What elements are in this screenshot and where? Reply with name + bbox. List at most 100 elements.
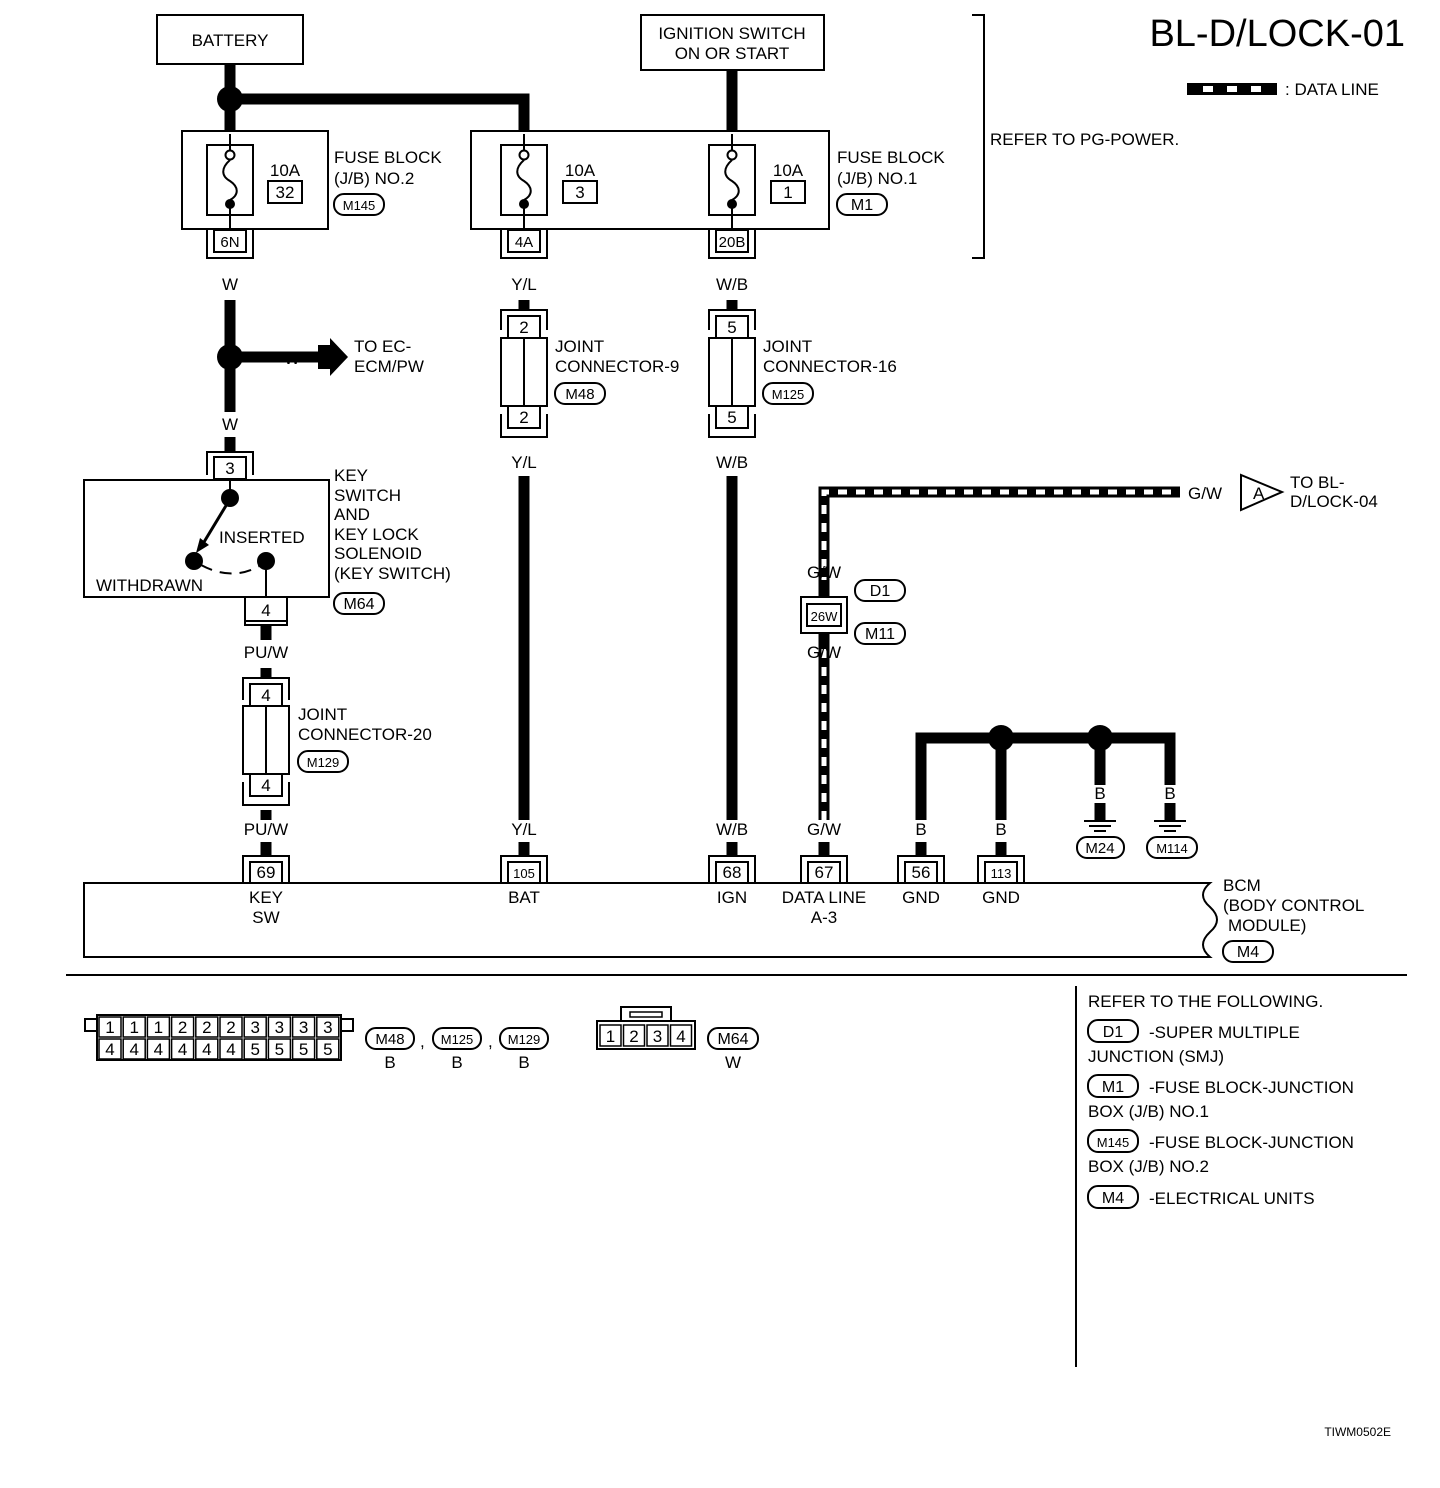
connector-id-pill — [854, 579, 906, 602]
connector-pin-cell — [316, 1016, 340, 1038]
connector-color: B — [451, 1053, 462, 1072]
connector-id-pill — [762, 382, 814, 405]
joint-connector-16 — [708, 309, 756, 438]
connector-pin-cell — [243, 1016, 267, 1038]
connector-pin-cell — [267, 1016, 292, 1038]
connector-pin-cell — [195, 1016, 219, 1038]
fuse-icon — [206, 134, 254, 230]
off-page-connector-icon — [1240, 473, 1285, 512]
connector-pin-number: 5 — [275, 1040, 284, 1059]
connector-id-pill — [333, 592, 385, 615]
pin-number: 4 — [261, 601, 270, 620]
connector-pin-cell — [646, 1024, 669, 1047]
pin-number: 3 — [225, 459, 234, 478]
wire-color-label: G/W — [1188, 484, 1222, 503]
jc9-label-line2: CONNECTOR-9 — [555, 357, 679, 376]
key-switch-label: KEY SWITCH AND KEY LOCK SOLENOID (KEY SW… — [334, 466, 451, 583]
connector-id-pill — [1146, 836, 1198, 859]
connector-pin-cell — [291, 1016, 316, 1038]
terminal-number: 4A — [515, 234, 533, 251]
svg-text:D1: D1 — [1103, 1024, 1124, 1041]
connector-id: M48 — [565, 386, 594, 403]
switch-contact — [257, 552, 275, 570]
fuse-block-2-label-line1: FUSE BLOCK — [334, 148, 442, 167]
connector-pin-number: 3 — [653, 1027, 662, 1046]
jc16-label-line2: CONNECTOR-16 — [763, 357, 897, 376]
svg-text:AND: AND — [334, 505, 370, 524]
connector-id: D1 — [870, 583, 891, 600]
ignition-label-line1: IGNITION SWITCH — [658, 24, 805, 43]
fuse-number: 1 — [783, 183, 792, 202]
connector-id-pill — [1222, 940, 1274, 963]
to-ec-line1: TO EC- — [354, 337, 411, 356]
connector-pin-cell — [122, 1016, 146, 1038]
svg-text:SOLENOID: SOLENOID — [334, 544, 422, 563]
power-bracket — [972, 14, 985, 259]
bcm-pin-name: IGN — [717, 888, 747, 907]
pin-number: 69 — [257, 863, 276, 882]
refer-power-text: REFER TO PG-POWER. — [990, 130, 1179, 149]
separator: , — [488, 1032, 493, 1051]
connector-pin-number: 5 — [250, 1040, 259, 1059]
separator: , — [420, 1032, 425, 1051]
wire-color-label: B — [995, 820, 1006, 839]
joint-connector-9 — [500, 309, 548, 438]
figure-code: TIWM0502E — [1324, 1425, 1391, 1439]
data-line-legend: : DATA LINE — [1187, 80, 1379, 99]
connector-pin-cell — [291, 1038, 316, 1060]
fuse-amp: 10A — [565, 161, 596, 180]
connector-id: M129 — [508, 1032, 541, 1047]
bcm-terminals — [242, 855, 1025, 884]
wire-color-label: W — [222, 415, 238, 434]
connector-pin-number: 2 — [202, 1018, 211, 1037]
pin-number: 2 — [519, 318, 528, 337]
connector-color: W — [725, 1053, 741, 1072]
wire-color-label: W/B — [716, 275, 748, 294]
connector-pin-number: 2 — [629, 1027, 638, 1046]
connector-id: M1 — [851, 197, 873, 214]
connector-pin-cell — [170, 1016, 195, 1038]
connector-pin-cell — [98, 1038, 122, 1060]
wire-color-label: G/W — [807, 563, 841, 582]
svg-text:KEY: KEY — [334, 466, 368, 485]
svg-text:M4: M4 — [1102, 1190, 1124, 1207]
pin-number: 4 — [261, 776, 270, 795]
connector-id-pill — [707, 1027, 759, 1050]
connector-color: B — [384, 1053, 395, 1072]
wire-color-label: G/W — [807, 643, 841, 662]
svg-text:MODULE): MODULE) — [1228, 916, 1306, 935]
svg-text:(KEY SWITCH): (KEY SWITCH) — [334, 564, 451, 583]
joint-connector-20 — [242, 677, 290, 806]
connector-id: M4 — [1237, 944, 1259, 961]
svg-text:-ELECTRICAL UNITS: -ELECTRICAL UNITS — [1149, 1189, 1315, 1208]
connector-pin-cell — [146, 1038, 171, 1060]
diagram-title: BL-D/LOCK-01 — [1149, 13, 1405, 55]
connector-id: M145 — [343, 198, 376, 213]
key-switch-arrow-icon — [196, 538, 209, 553]
connector-pin-number: 4 — [202, 1040, 211, 1059]
jc16-label-line1: JOINT — [763, 337, 812, 356]
fuse-block-1-label-line2: (J/B) NO.1 — [837, 169, 917, 188]
connector-pin-number: 3 — [299, 1018, 308, 1037]
pin-number: 56 — [912, 863, 931, 882]
connector-pin-number: 3 — [250, 1018, 259, 1037]
connector-pin-number: 5 — [323, 1040, 332, 1059]
ground-icon — [1084, 820, 1116, 832]
connector-id: M129 — [307, 755, 340, 770]
bcm-pin-name: DATA LINE — [782, 888, 866, 907]
wire-color-label: W/B — [716, 453, 748, 472]
bcm-pin-name: GND — [902, 888, 940, 907]
connector-id-pill — [499, 1027, 549, 1050]
data-line-legend-label: : DATA LINE — [1285, 80, 1379, 99]
connector-id-pill — [333, 193, 385, 216]
connector-id-pill — [1076, 836, 1125, 859]
connector-pin-number: 4 — [178, 1040, 187, 1059]
ignition-label-line2: ON OR START — [675, 44, 790, 63]
connector-id: M125 — [441, 1032, 474, 1047]
connector-id-pill — [854, 622, 906, 645]
jc20-label-line2: CONNECTOR-20 — [298, 725, 432, 744]
refer-heading: REFER TO THE FOLLOWING. — [1088, 992, 1323, 1011]
svg-text:M1: M1 — [1102, 1079, 1124, 1096]
svg-text:BOX (J/B) NO.2: BOX (J/B) NO.2 — [1088, 1157, 1209, 1176]
